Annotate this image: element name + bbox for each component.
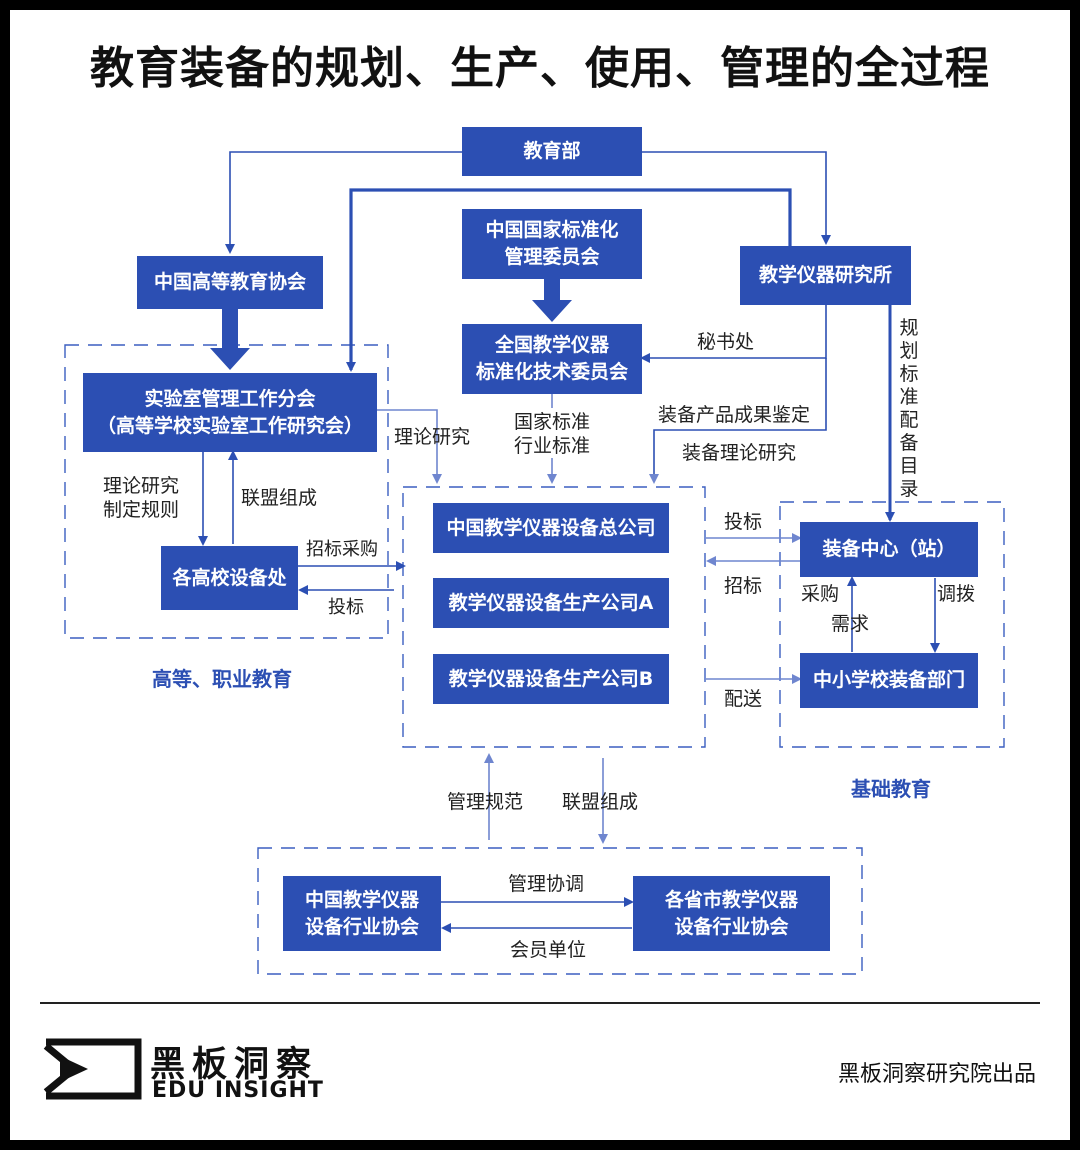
higher-assoc-box: 中国高等教育协会 [137, 256, 323, 309]
mgmt-coord-label: 管理协调 [508, 873, 585, 895]
moe-to-institute-line [642, 151, 831, 245]
secretariat-label: 秘书处 [697, 331, 755, 353]
general-company-box: 中国教学仪器设备总公司 [433, 503, 669, 553]
member-unit-label: 会员单位 [510, 939, 587, 961]
company-b-box: 教学仪器设备生产公司B [433, 654, 669, 704]
bid-center-label: 投标 [724, 511, 763, 533]
planning-catalog-label: 规划标准配备目录 [899, 317, 919, 500]
page-title: 教育装备的规划、生产、使用、管理的全过程 [90, 43, 990, 94]
theory-rules-label: 理论研究 制定规则 [103, 475, 180, 521]
std-committee-box: 中国国家标准化 管理委员会 [462, 209, 642, 279]
higher-vocational-group-label: 高等、职业教育 [152, 667, 292, 691]
tender-purchase-label: 招标采购 [306, 539, 378, 560]
std-committee-to-tech-committee-arrow [532, 279, 572, 322]
instrument-institute-box: 教学仪器研究所 [740, 246, 911, 305]
equipment-center-box: 装备中心（站） [800, 522, 978, 577]
company-a-box: 教学仪器设备生产公司A [433, 578, 669, 628]
product-appraisal-label: 装备产品成果鉴定 [658, 404, 811, 426]
footer-divider [40, 1002, 1040, 1004]
basic-education-group-frame [779, 501, 1005, 748]
lab-branch-box: 实验室管理工作分会 （高等学校实验室工作研究会） [83, 373, 377, 452]
bid-univ-label: 投标 [328, 597, 364, 618]
deliver-label: 配送 [724, 688, 763, 710]
higher-assoc-to-lab-branch-arrow [210, 309, 250, 370]
moe-box: 教育部 [462, 127, 642, 176]
alliance-assoc-label: 联盟组成 [562, 791, 639, 813]
national-standards-label: 国家标准 行业标准 [514, 411, 591, 457]
basic-education-group-label: 基础教育 [851, 777, 931, 801]
demand-label: 需求 [831, 613, 870, 635]
tech-committee-box: 全国教学仪器 标准化技术委员会 [462, 324, 642, 394]
brand-name-cn: 黑板洞察 [150, 1045, 319, 1085]
mgmt-norms-label: 管理规范 [447, 791, 524, 813]
equipment-theory-label: 装备理论研究 [682, 442, 797, 464]
china-assoc-box: 中国教学仪器 设备行业协会 [283, 876, 441, 951]
associations-group-frame [257, 847, 863, 975]
alliance-univ-label: 联盟组成 [241, 487, 318, 509]
brand-name-en: EDU INSIGHT [152, 1078, 324, 1103]
provincial-assoc-box: 各省市教学仪器 设备行业协会 [633, 876, 830, 951]
credit-text: 黑板洞察研究院出品 [837, 1062, 1036, 1087]
moe-to-higher-assoc-line [225, 151, 462, 254]
allocate-label: 调拨 [937, 583, 976, 605]
tender-center-label: 招标 [724, 575, 763, 597]
univ-office-box: 各高校设备处 [161, 546, 298, 610]
institute-to-lab-branch-line [346, 188, 792, 372]
procure-label: 采购 [801, 583, 840, 605]
theory-research-line [377, 409, 442, 484]
edu-insight-logo-icon [43, 1038, 142, 1100]
school-dept-box: 中小学校装备部门 [800, 653, 978, 708]
equipment-theory-line [649, 358, 827, 484]
theory-research-label: 理论研究 [394, 426, 471, 448]
